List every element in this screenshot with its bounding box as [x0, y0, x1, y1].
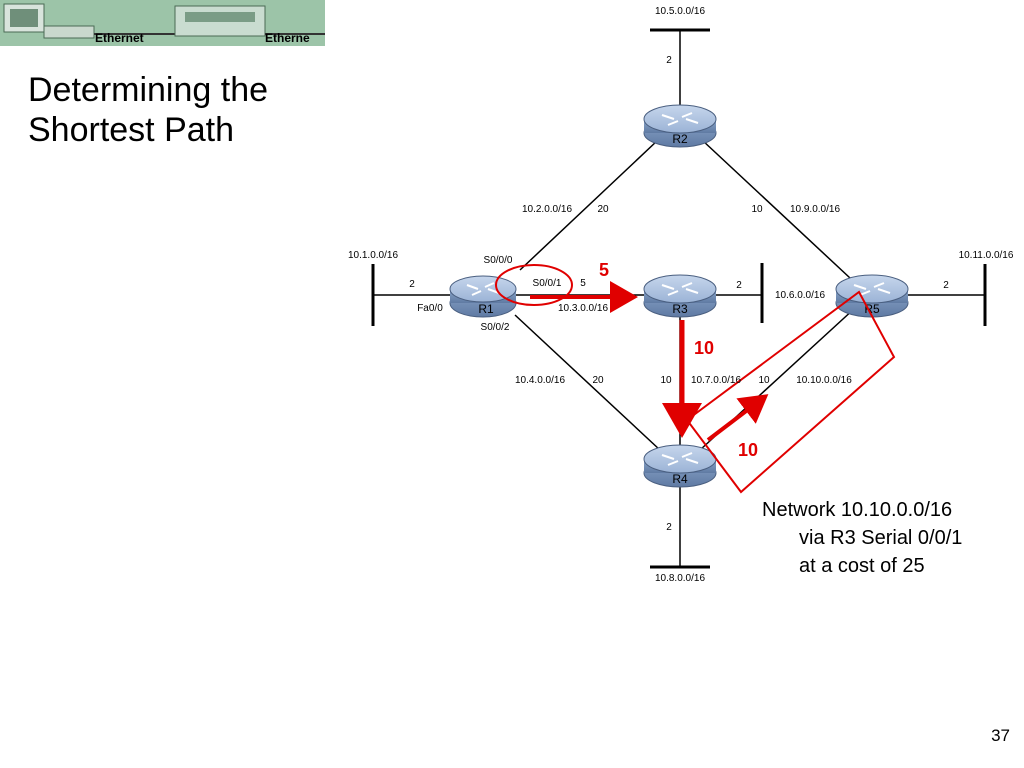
router-r5-top [835, 274, 909, 304]
router-r3-arrows-icon [661, 282, 699, 296]
network-label-10-7: 10.7.0.0/16 [691, 375, 741, 386]
router-r1-top [449, 275, 517, 303]
router-r1-arrows-icon [466, 282, 500, 296]
interface-label-s002: S0/0/2 [481, 322, 510, 333]
interface-label-fa00: Fa0/0 [417, 303, 443, 314]
network-label-10-3: 10.3.0.0/16 [558, 303, 608, 314]
router-r1-label: R1 [478, 302, 494, 316]
network-label-10-6: 10.6.0.0/16 [775, 290, 825, 301]
router-r5-label: R5 [864, 302, 880, 316]
router-r3-label: R3 [672, 302, 688, 316]
cost-label-r2-r5: 10 [751, 204, 763, 215]
network-label-10-5: 10.5.0.0/16 [655, 6, 705, 17]
path-cost-10-first: 10 [694, 338, 714, 358]
cost-label-r5-lan: 2 [943, 280, 949, 291]
router-r1: R1 [449, 275, 517, 318]
cost-label-r1-r2: 20 [597, 204, 609, 215]
cost-label-r2-lan: 2 [666, 55, 672, 66]
banner-ethernet-label-left: Ethernet [95, 31, 144, 45]
cost-label-r4-r5: 10 [758, 375, 770, 386]
router-r4-top [643, 444, 717, 474]
interface-label-s001: S0/0/1 [533, 278, 562, 289]
page-number: 37 [991, 726, 1010, 745]
router-r5-arrows-icon [853, 282, 891, 296]
router-r2-label: R2 [672, 132, 688, 146]
network-label-10-9: 10.9.0.0/16 [790, 204, 840, 215]
link-r2-r5 [701, 139, 851, 279]
banner-ethernet-label-right: Etherne [265, 31, 310, 45]
router-r2: R2 [643, 104, 717, 148]
router-r4-label: R4 [672, 472, 688, 486]
router-r4: R4 [643, 444, 717, 488]
router-r4-arrows-icon [661, 452, 699, 466]
cost-label-r3-r4: 10 [660, 375, 672, 386]
interface-label-s000: S0/0/0 [484, 255, 513, 266]
route-explanation-note: Network 10.10.0.0/16 via R3 Serial 0/0/1… [762, 496, 962, 580]
slide-title-line-1: Determining the [28, 71, 269, 109]
link-r1-r2 [519, 139, 659, 271]
note-line-2: via R3 Serial 0/0/1 [799, 527, 963, 549]
path-arrow-r4-net [706, 394, 769, 442]
network-label-10-8: 10.8.0.0/16 [655, 573, 705, 584]
network-label-10-10: 10.10.0.0/16 [796, 375, 852, 386]
cost-label-r3-lan: 2 [736, 280, 742, 291]
router-r3: R3 [643, 274, 717, 318]
network-label-10-1: 10.1.0.0/16 [348, 250, 398, 261]
interface-highlight-circle [495, 264, 573, 306]
link-r1-r4 [514, 314, 661, 451]
network-label-10-4: 10.4.0.0/16 [515, 375, 565, 386]
network-label-10-2: 10.2.0.0/16 [522, 204, 572, 215]
ethernet-banner-image: Ethernet Etherne [0, 0, 325, 46]
slide-title-line-2: Shortest Path [28, 111, 235, 149]
path-cost-10-second: 10 [738, 440, 758, 460]
path-cost-5: 5 [599, 260, 609, 280]
router-r2-arrows-icon [661, 112, 699, 126]
router-r2-top [643, 104, 717, 134]
ethernet-banner-art: Ethernet Etherne [0, 0, 325, 46]
router-r3-top [643, 274, 717, 304]
cost-label-r1-lan: 2 [409, 279, 415, 290]
note-line-1: Network 10.10.0.0/16 [762, 499, 953, 521]
cost-label-r4-lan: 2 [666, 522, 672, 533]
destination-network-box [685, 290, 896, 494]
router-r5: R5 [835, 274, 909, 318]
cost-label-r1-r3: 5 [580, 278, 586, 289]
cost-label-r1-r4: 20 [592, 375, 604, 386]
slide-title: Determining the Shortest Path [28, 70, 268, 150]
network-label-10-11: 10.11.0.0/16 [959, 250, 1014, 261]
note-line-3: at a cost of 25 [799, 555, 925, 577]
